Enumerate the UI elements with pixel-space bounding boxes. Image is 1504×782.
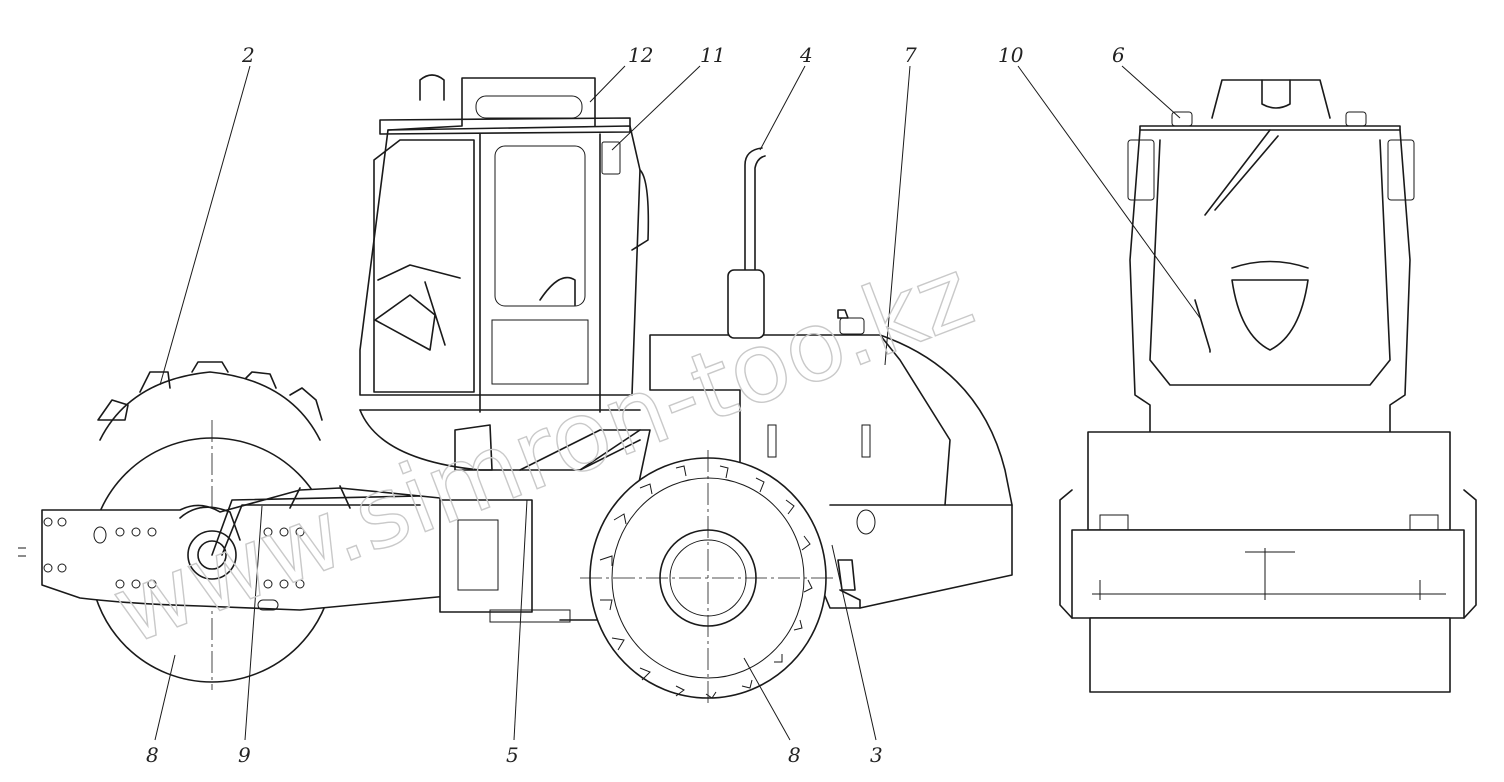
callout-9: 9 bbox=[238, 743, 251, 767]
callout-3: 3 bbox=[870, 743, 883, 767]
exhaust-pipe bbox=[727, 147, 766, 339]
front-view bbox=[1059, 79, 1477, 693]
callout-7: 7 bbox=[904, 43, 917, 67]
front-frame bbox=[18, 485, 449, 611]
callout-2: 2 bbox=[241, 43, 255, 67]
tire-tread bbox=[599, 465, 813, 699]
callout-11: 11 bbox=[700, 43, 725, 67]
articulation-joint bbox=[439, 424, 651, 623]
leader-lines bbox=[154, 65, 1201, 741]
operator-cab bbox=[359, 74, 650, 471]
callout-12: 12 bbox=[628, 43, 653, 67]
rear-tire bbox=[580, 450, 836, 705]
callout-6: 6 bbox=[1112, 43, 1125, 67]
callout-8-tire: 8 bbox=[788, 743, 801, 767]
callout-8-drum: 8 bbox=[146, 743, 159, 767]
side-view bbox=[18, 74, 1013, 705]
callout-4: 4 bbox=[799, 43, 813, 67]
callout-10: 10 bbox=[998, 43, 1024, 67]
callout-5: 5 bbox=[506, 743, 519, 767]
callout-labels: 2 12 11 4 7 10 6 8 9 5 8 3 bbox=[146, 43, 1125, 767]
